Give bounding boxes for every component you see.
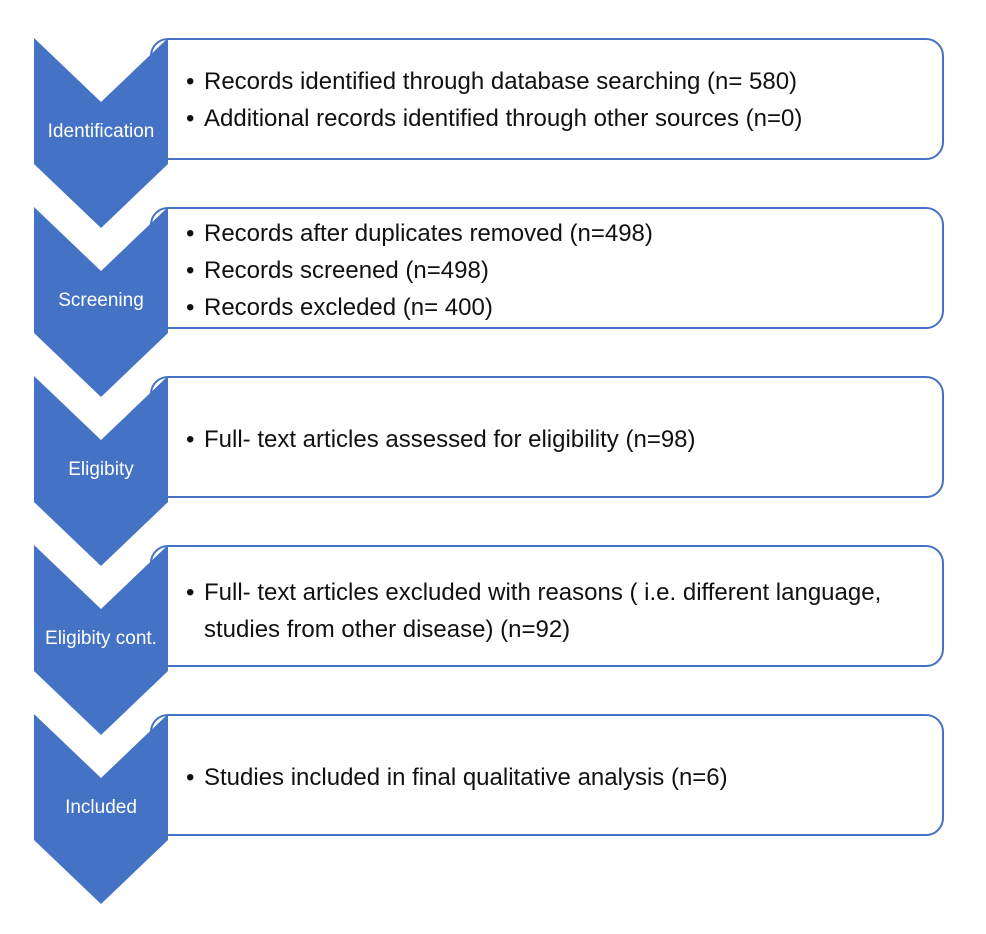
stage-label: Eligibity (68, 459, 134, 480)
stage-item: Records excleded (n= 400) (186, 289, 942, 326)
stage-label: Included (65, 797, 137, 818)
stage-item: Full- text articles assessed for eligibi… (186, 421, 942, 458)
stage-label: Screening (58, 290, 144, 311)
stage-items: Full- text articles assessed for eligibi… (186, 421, 942, 458)
stage-items: Full- text articles excluded with reason… (186, 574, 942, 648)
chevron-arrow (34, 207, 168, 397)
stage-identification: Records identified through database sear… (0, 38, 986, 228)
stage-item: Studies included in final qualitative an… (186, 759, 942, 796)
stage-eligibility-cont: Full- text articles excluded with reason… (0, 545, 986, 735)
stage-item: Records screened (n=498) (186, 252, 942, 289)
chevron-arrow (34, 38, 168, 228)
stage-box: Records identified through database sear… (150, 38, 944, 160)
stage-box: Full- text articles excluded with reason… (150, 545, 944, 667)
stage-box: Records after duplicates removed (n=498)… (150, 207, 944, 329)
stage-item: Additional records identified through ot… (186, 100, 942, 137)
stage-label: Identification (47, 121, 155, 142)
stage-screening: Records after duplicates removed (n=498)… (0, 207, 986, 397)
stage-items: Studies included in final qualitative an… (186, 759, 942, 796)
stage-item: Records after duplicates removed (n=498) (186, 215, 942, 252)
stage-item: Records identified through database sear… (186, 63, 942, 100)
stage-items: Records identified through database sear… (186, 63, 942, 137)
stage-box: Studies included in final qualitative an… (150, 714, 944, 836)
stage-item: Full- text articles excluded with reason… (186, 574, 942, 648)
stage-items: Records after duplicates removed (n=498)… (186, 215, 942, 326)
chevron-arrow (34, 714, 168, 904)
stage-eligibility: Full- text articles assessed for eligibi… (0, 376, 986, 566)
stage-label: Eligibity cont. (45, 628, 157, 649)
stage-box: Full- text articles assessed for eligibi… (150, 376, 944, 498)
chevron-arrow (34, 376, 168, 566)
chevron-arrow (34, 545, 168, 735)
stage-included: Studies included in final qualitative an… (0, 714, 986, 904)
